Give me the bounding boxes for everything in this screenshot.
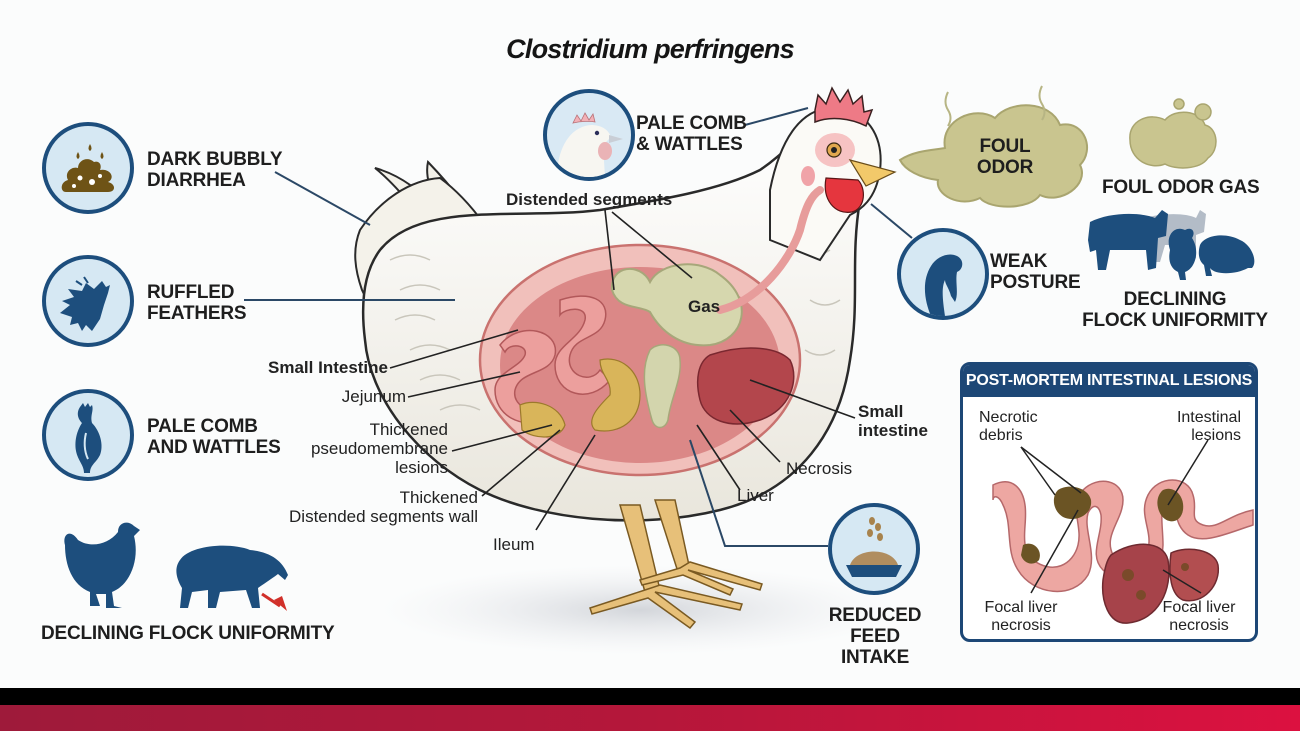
declining-flock-label-left: DECLINING FLOCK UNIFORMITY (41, 623, 335, 644)
label-necrotic-debris: Necrotic debris (979, 409, 1038, 445)
declining-flock-label-right: DECLINING FLOCK UNIFORMITY (1080, 289, 1270, 331)
feed-bowl-icon (828, 503, 920, 595)
label-distended-segments: Distended segments (506, 190, 673, 209)
label-line: FEED INTAKE (840, 626, 910, 668)
label-focal-liver-necrosis-right: Focal liver necrosis (1153, 599, 1245, 635)
symptom-label-ruffled: RUFFLED FEATHERS (147, 282, 247, 324)
label-line: Intestinal (1176, 409, 1241, 426)
weak-posture-icon (897, 228, 989, 320)
post-mortem-illustration (992, 439, 1254, 624)
label-line: pseudomembrane (310, 439, 448, 458)
label-line: lesions (1191, 427, 1241, 444)
label-line: PALE COMB (636, 113, 747, 134)
pale-comb-head-icon (543, 89, 635, 181)
label-line: PALE COMB (147, 416, 258, 437)
label-line: necrosis (1169, 617, 1229, 634)
post-mortem-header: POST-MORTEM INTESTINAL LESIONS (963, 365, 1255, 397)
post-mortem-panel: POST-MORTEM INTESTINAL LESIONS (960, 362, 1258, 642)
label-line: & WATTLES (636, 134, 743, 155)
left-flock-silhouettes (64, 522, 288, 608)
label-line: REDUCED (828, 605, 922, 626)
label-line: ODOR (976, 157, 1034, 178)
label-line: intestine (858, 421, 928, 440)
pale-comb-wattles-label: PALE COMB & WATTLES (636, 113, 747, 155)
label-small-intestine-right: Small intestine (858, 402, 928, 440)
label-line: necrosis (991, 617, 1051, 634)
label-line: lesions (395, 458, 448, 477)
bottom-red-bar (0, 705, 1300, 731)
label-necrosis: Necrosis (786, 459, 853, 478)
label-line: AND WATTLES (147, 437, 281, 458)
symptom-label-diarrhea: DARK BUBBLY DIARRHEA (147, 149, 283, 191)
label-jejunum: Jejunum (341, 387, 406, 406)
diarrhea-icon (42, 122, 134, 214)
label-line: DIARRHEA (147, 170, 246, 191)
label-small-intestine-left: Small Intestine (268, 358, 388, 377)
page-title: Clostridium perfringens (506, 34, 794, 64)
bottom-black-bar (0, 688, 1300, 705)
weak-posture-label: WEAK POSTURE (990, 251, 1081, 293)
label-ileum: Ileum (493, 535, 535, 554)
label-gas: Gas (688, 297, 721, 316)
chicken-anatomy-illustration (64, 85, 1255, 655)
label-line: Thickened (399, 488, 478, 507)
foul-odor-gas-label: FOUL ODOR GAS (1102, 177, 1260, 198)
label-intestinal-lesions: Intestinal lesions (1177, 409, 1241, 445)
label-thickened-pseudomembrane: Thickened pseudomembrane lesions (290, 420, 448, 477)
label-line: FLOCK UNIFORMITY (1082, 310, 1268, 331)
pale-chicken-icon (42, 389, 134, 481)
label-line: Focal liver (1162, 599, 1236, 616)
label-line: RUFFLED (147, 282, 235, 303)
label-liver: Liver (737, 486, 774, 505)
label-thickened-wall: Thickened Distended segments wall (270, 488, 478, 526)
label-line: DARK BUBBLY (147, 149, 283, 170)
label-line: POSTURE (990, 272, 1081, 293)
label-line: Necrotic (979, 409, 1038, 426)
label-line: Focal liver (984, 599, 1058, 616)
label-line: FEATHERS (147, 303, 247, 324)
label-line: debris (979, 427, 1023, 444)
label-line: DECLINING (1123, 289, 1227, 310)
infographic-canvas: Clostridium perfringens (41, 34, 1270, 668)
label-focal-liver-necrosis-left: Focal liver necrosis (975, 599, 1067, 635)
right-flock-silhouettes (1088, 210, 1255, 280)
ruffled-feathers-icon (42, 255, 134, 347)
label-line: WEAK (990, 251, 1048, 272)
label-line: FOUL (979, 136, 1031, 157)
reduced-feed-label: REDUCED FEED INTAKE (815, 605, 935, 668)
label-line: Thickened (369, 420, 448, 439)
foul-odor-cloud (898, 104, 1089, 208)
label-line: Small (858, 402, 904, 421)
symptom-label-pale-comb: PALE COMB AND WATTLES (147, 416, 281, 458)
foul-odor-label: FOUL ODOR (965, 136, 1045, 178)
label-line: Distended segments wall (289, 507, 478, 526)
